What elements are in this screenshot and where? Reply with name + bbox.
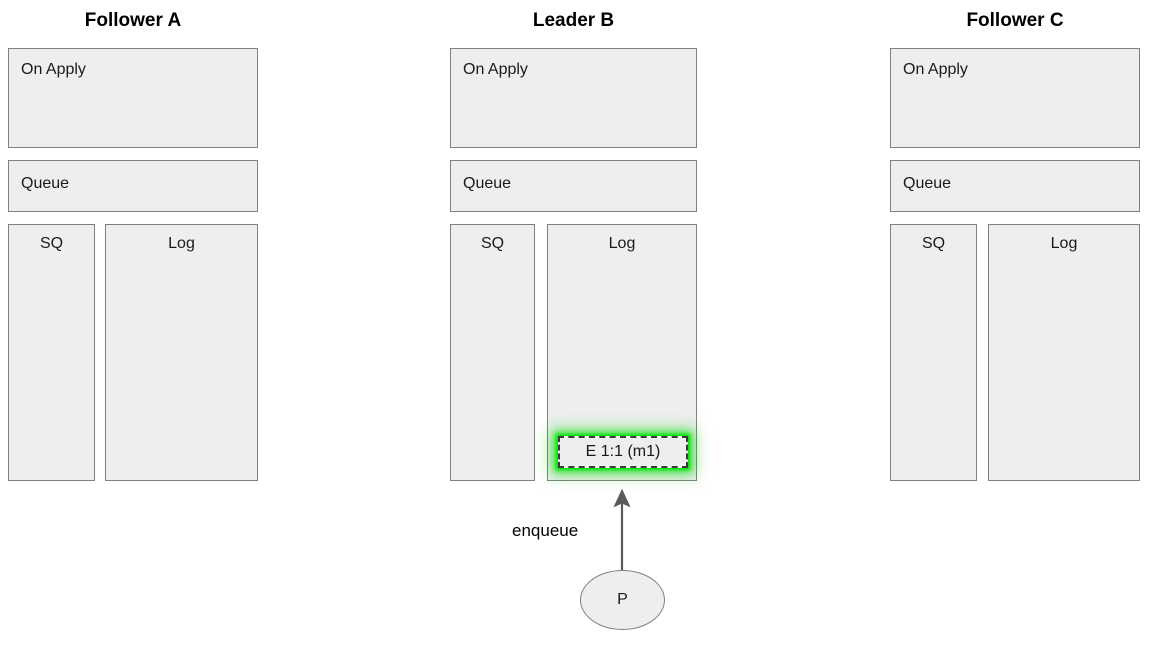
leader-b-log-box[interactable]: Log E 1:1 (m1)	[547, 224, 697, 481]
producer-node[interactable]: P	[580, 570, 665, 630]
follower-a-log-box[interactable]: Log	[105, 224, 258, 481]
follower-a-sq-box[interactable]: SQ	[8, 224, 95, 481]
follower-c-log-label: Log	[1050, 235, 1078, 252]
leader-b-on-apply-box[interactable]: On Apply	[450, 48, 697, 148]
node-title-follower-c: Follower C	[966, 10, 1064, 31]
follower-c-log-box[interactable]: Log	[988, 224, 1140, 481]
follower-c-sq-label: SQ	[921, 235, 946, 252]
leader-b-log-label: Log	[608, 235, 636, 252]
edge-label-enqueue: enqueue	[512, 521, 579, 540]
follower-a-sq-label: SQ	[39, 235, 64, 252]
follower-c-on-apply-box[interactable]: On Apply	[890, 48, 1140, 148]
follower-c-queue-label: Queue	[903, 175, 952, 192]
follower-a-on-apply-box[interactable]: On Apply	[8, 48, 258, 148]
node-title-leader-b: Leader B	[532, 10, 615, 31]
follower-c-queue-box[interactable]: Queue	[890, 160, 1140, 212]
follower-a-queue-label: Queue	[21, 175, 70, 192]
follower-c-sq-box[interactable]: SQ	[890, 224, 977, 481]
leader-b-on-apply-label: On Apply	[463, 61, 528, 78]
leader-b-queue-label: Queue	[463, 175, 512, 192]
log-entry-highlighted[interactable]: E 1:1 (m1)	[558, 436, 688, 468]
follower-a-queue-box[interactable]: Queue	[8, 160, 258, 212]
leader-b-sq-label: SQ	[480, 235, 505, 252]
follower-a-on-apply-label: On Apply	[21, 61, 86, 78]
follower-a-log-label: Log	[168, 235, 195, 252]
leader-b-queue-box[interactable]: Queue	[450, 160, 697, 212]
follower-c-on-apply-label: On Apply	[903, 61, 968, 78]
node-title-follower-a: Follower A	[84, 10, 182, 31]
leader-b-sq-box[interactable]: SQ	[450, 224, 535, 481]
